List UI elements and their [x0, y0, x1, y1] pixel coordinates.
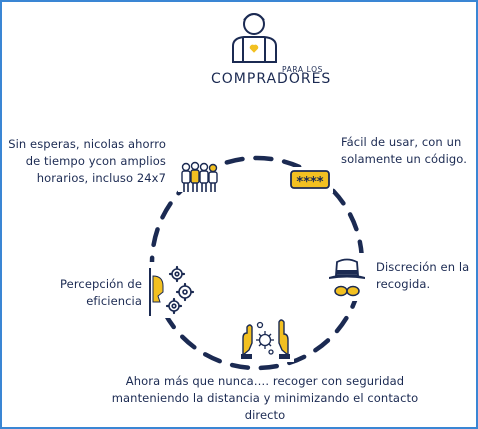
incognito-hat-glasses-icon	[326, 253, 368, 301]
discretion-text: Discreción en la recogida.	[376, 260, 470, 291]
gears-head-icon	[146, 262, 195, 318]
ease-of-use-text: Fácil de usar, con un solamente un códig…	[341, 135, 467, 166]
buyer-person-icon	[232, 13, 277, 63]
people-queue-icon	[178, 161, 224, 192]
hands-virus-icon	[238, 318, 294, 362]
code-keypad-icon: ****	[287, 167, 333, 193]
waiting-time-text: Sin esperas, nicolas ahorro de tiempo yc…	[8, 137, 166, 185]
safety-text: Ahora más que nunca…. recoger con seguri…	[111, 374, 419, 422]
code-stars: ****	[296, 175, 323, 190]
efficiency-perception-text: Percepción de eficiencia	[60, 277, 142, 308]
header-title: COMPRADORES	[211, 71, 332, 87]
header-subtitle: PARA LOS	[282, 65, 323, 74]
